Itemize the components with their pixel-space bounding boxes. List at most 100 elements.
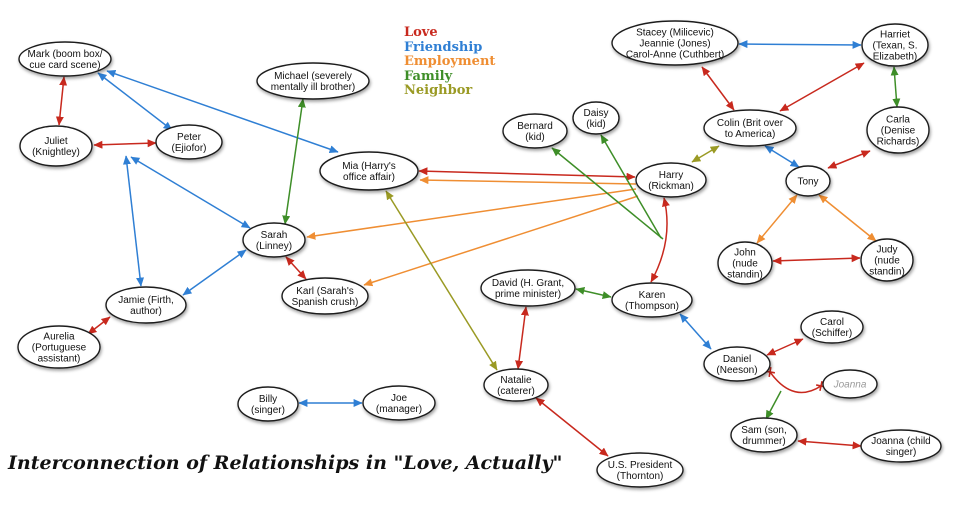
node-label-line: (caterer)	[497, 386, 535, 397]
node-label-line: Jamie (Firth,	[118, 295, 174, 306]
node-label-line: (kid)	[525, 132, 544, 143]
node-ellipse	[611, 282, 693, 318]
edge-stacey-harriet-friendship	[738, 40, 862, 49]
edge-david-natalie-love	[515, 306, 529, 370]
node-label-line: office affair)	[343, 172, 395, 183]
edge-harry-mia-employment	[419, 176, 637, 185]
node-label: Harry(Rickman)	[648, 170, 694, 192]
node-label-line: Carla	[886, 115, 910, 126]
node-label: David (H. Grant,prime minister)	[492, 278, 564, 300]
node-label: Joanna	[833, 380, 867, 391]
node-label-line: Michael (severely	[274, 71, 352, 82]
node-label: Juliet(Knightley)	[32, 136, 80, 158]
node-label-line: Natalie	[500, 375, 532, 386]
node-label-line: Stacey (Milicevic)	[636, 28, 714, 39]
node-label: Daniel(Neeson)	[716, 354, 757, 376]
node-label: Peter(Ejiofor)	[171, 132, 206, 154]
node-label: Stacey (Milicevic)Jeannie (Jones)Carol-A…	[626, 28, 724, 61]
node-label-line: singer)	[886, 447, 917, 458]
node-ellipse	[19, 125, 93, 167]
node-label-line: John	[734, 248, 756, 259]
node-label: Daisy(kid)	[583, 108, 608, 130]
node-carol: Carol(Schiffer)	[800, 310, 864, 344]
node-ellipse	[18, 41, 112, 77]
node-label-line: (Schiffer)	[812, 328, 852, 339]
node-label-line: Colin (Brit over	[717, 118, 784, 129]
node-ellipse	[502, 113, 568, 149]
node-label-line: Sam (son,	[741, 425, 787, 436]
node-label-line: to America)	[725, 129, 776, 140]
edge-natalie-president-love	[535, 397, 609, 457]
node-label-line: (Neeson)	[716, 365, 757, 376]
node-ellipse	[281, 277, 369, 315]
node-ellipse	[703, 346, 771, 382]
node-ellipse	[319, 151, 419, 191]
node-sarah: Sarah(Linney)	[242, 222, 306, 258]
node-ellipse	[611, 20, 739, 66]
node-label-line: David (H. Grant,	[492, 278, 564, 289]
page-title: Interconnection of Relationships in "Lov…	[8, 452, 563, 474]
edge-harry-karen-love	[650, 197, 670, 283]
node-label-line: Juliet	[44, 136, 68, 147]
node-label-line: assistant)	[38, 354, 81, 365]
node-label: Sam (son,drummer)	[741, 425, 787, 447]
node-label-line: (Knightley)	[32, 147, 80, 158]
node-label-line: Spanish crush)	[292, 297, 359, 308]
edge-juliet-peter-love	[93, 139, 157, 149]
node-ellipse	[256, 62, 370, 100]
node-label: Natalie(caterer)	[497, 375, 535, 397]
node-label-line: Karen	[639, 290, 666, 301]
edge-daniel+joanna-sam-family	[765, 390, 782, 420]
node-label-line: (kid)	[586, 119, 605, 130]
node-david: David (H. Grant,prime minister)	[480, 269, 576, 307]
edge-karen-daniel-friendship	[679, 313, 712, 350]
node-label-line: Tony	[797, 177, 818, 188]
node-ellipse	[483, 368, 549, 402]
node-label-line: (Texan, S.	[872, 41, 917, 52]
node-label: Tony	[797, 177, 818, 188]
node-ellipse	[861, 23, 929, 67]
node-juliet: Juliet(Knightley)	[19, 125, 93, 167]
node-ellipse	[635, 162, 707, 198]
node-label-line: Harriet	[880, 30, 910, 41]
node-peter: Peter(Ejiofor)	[155, 124, 223, 160]
node-ellipse	[242, 222, 306, 258]
node-ellipse	[822, 369, 878, 399]
edge-michael-sarah-family	[282, 98, 306, 225]
node-label-line: Daisy	[583, 108, 608, 119]
edge-tony-john-employment	[756, 194, 798, 244]
node-label-line: mentally ill brother)	[271, 82, 355, 93]
node-ellipse	[785, 165, 831, 197]
node-label-line: Joanna	[833, 380, 867, 391]
node-harriet: Harriet(Texan, S.Elizabeth)	[861, 23, 929, 67]
node-label-line: Judy	[876, 245, 897, 256]
edges-layer	[55, 40, 901, 457]
node-label-line: (nude	[874, 256, 900, 267]
edge-david-karen-family	[575, 286, 612, 300]
node-label-line: (manager)	[376, 404, 422, 415]
node-ellipse	[155, 124, 223, 160]
edge-john-judy-love	[772, 254, 861, 265]
node-label-line: U.S. President	[608, 460, 673, 471]
edge-mia-harry-love	[418, 167, 636, 181]
node-label-line: Richards)	[877, 137, 920, 148]
node-bernard: Bernard(kid)	[502, 113, 568, 149]
node-natalie: Natalie(caterer)	[483, 368, 549, 402]
edge-colin-tony-friendship	[764, 145, 800, 168]
node-ellipse	[105, 286, 187, 324]
legend-employment: Employment	[404, 54, 496, 69]
node-tony: Tony	[785, 165, 831, 197]
edge-jamie-sarah-friendship	[182, 249, 247, 296]
